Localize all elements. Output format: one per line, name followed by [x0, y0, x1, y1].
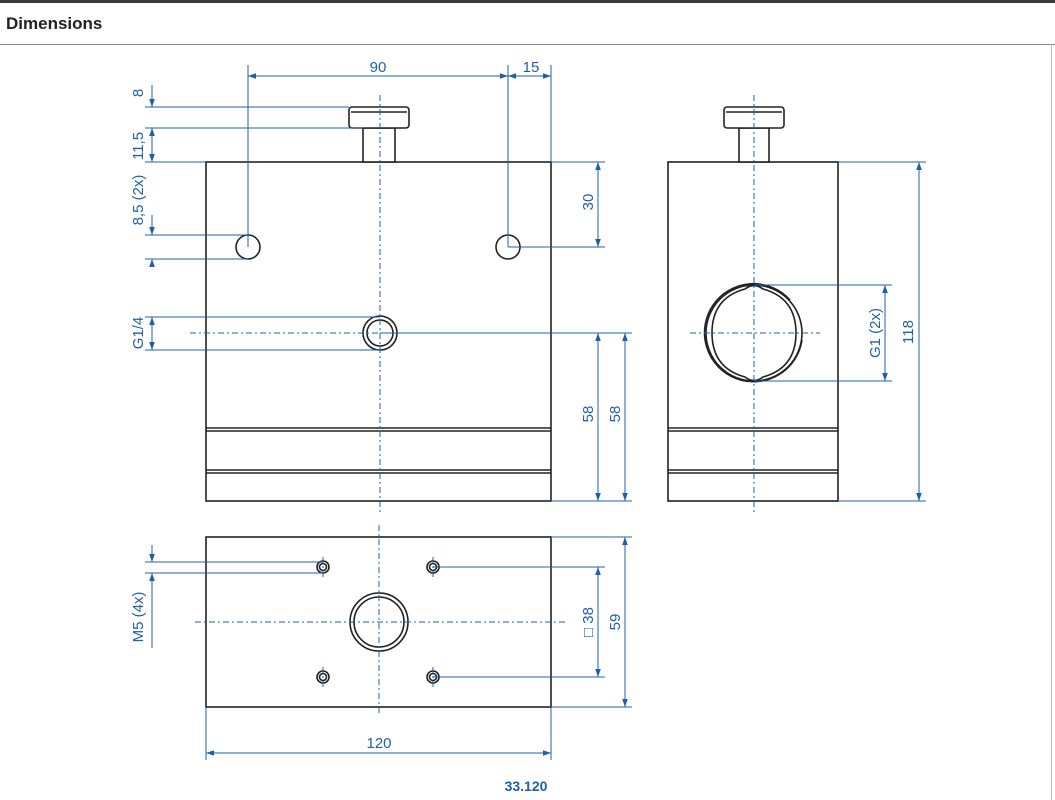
section-title: Dimensions — [6, 14, 103, 33]
side-dimensions: G1 (2x) 118 — [754, 161, 926, 502]
dim-m5-label: M5 (4x) — [130, 592, 147, 643]
dim-118-label: 118 — [900, 320, 917, 344]
dim-11-5-label: 11,5 — [130, 132, 147, 160]
side-view — [667, 95, 839, 515]
top-dimensions: M5 (4x) □ 38 59 120 — [130, 536, 632, 760]
dim-58b-label: 58 — [607, 406, 624, 423]
dim-g1-label: G1 (2x) — [867, 308, 884, 358]
top-view — [195, 525, 565, 715]
right-border — [1051, 44, 1052, 800]
g1-port-thread — [703, 282, 803, 383]
front-body — [205, 161, 552, 502]
front-dimensions: 90 15 8 11,5 8,5 (2x) G1/4 30 58 58 — [130, 59, 632, 502]
g1-port-inner — [711, 284, 797, 382]
dim-120-label: 120 — [366, 735, 391, 752]
dim-90-label: 90 — [370, 59, 387, 76]
dim-8-5-label: 8,5 (2x) — [130, 175, 147, 226]
dim-g14-label: G1/4 — [130, 317, 147, 350]
knob-stem — [362, 127, 396, 163]
dim-square-38-label: □ 38 — [580, 607, 597, 637]
dim-58a-label: 58 — [580, 406, 597, 423]
dim-59-label: 59 — [607, 614, 624, 631]
dim-8-label: 8 — [130, 89, 147, 97]
part-number: 33.120 — [505, 778, 548, 794]
side-body — [667, 161, 839, 502]
knob-head — [348, 106, 410, 129]
front-view — [190, 95, 565, 515]
header-top-rule — [0, 0, 1055, 3]
dim-30-label: 30 — [580, 194, 597, 211]
header-bottom-rule — [0, 44, 1055, 45]
dim-15-label: 15 — [523, 59, 540, 76]
